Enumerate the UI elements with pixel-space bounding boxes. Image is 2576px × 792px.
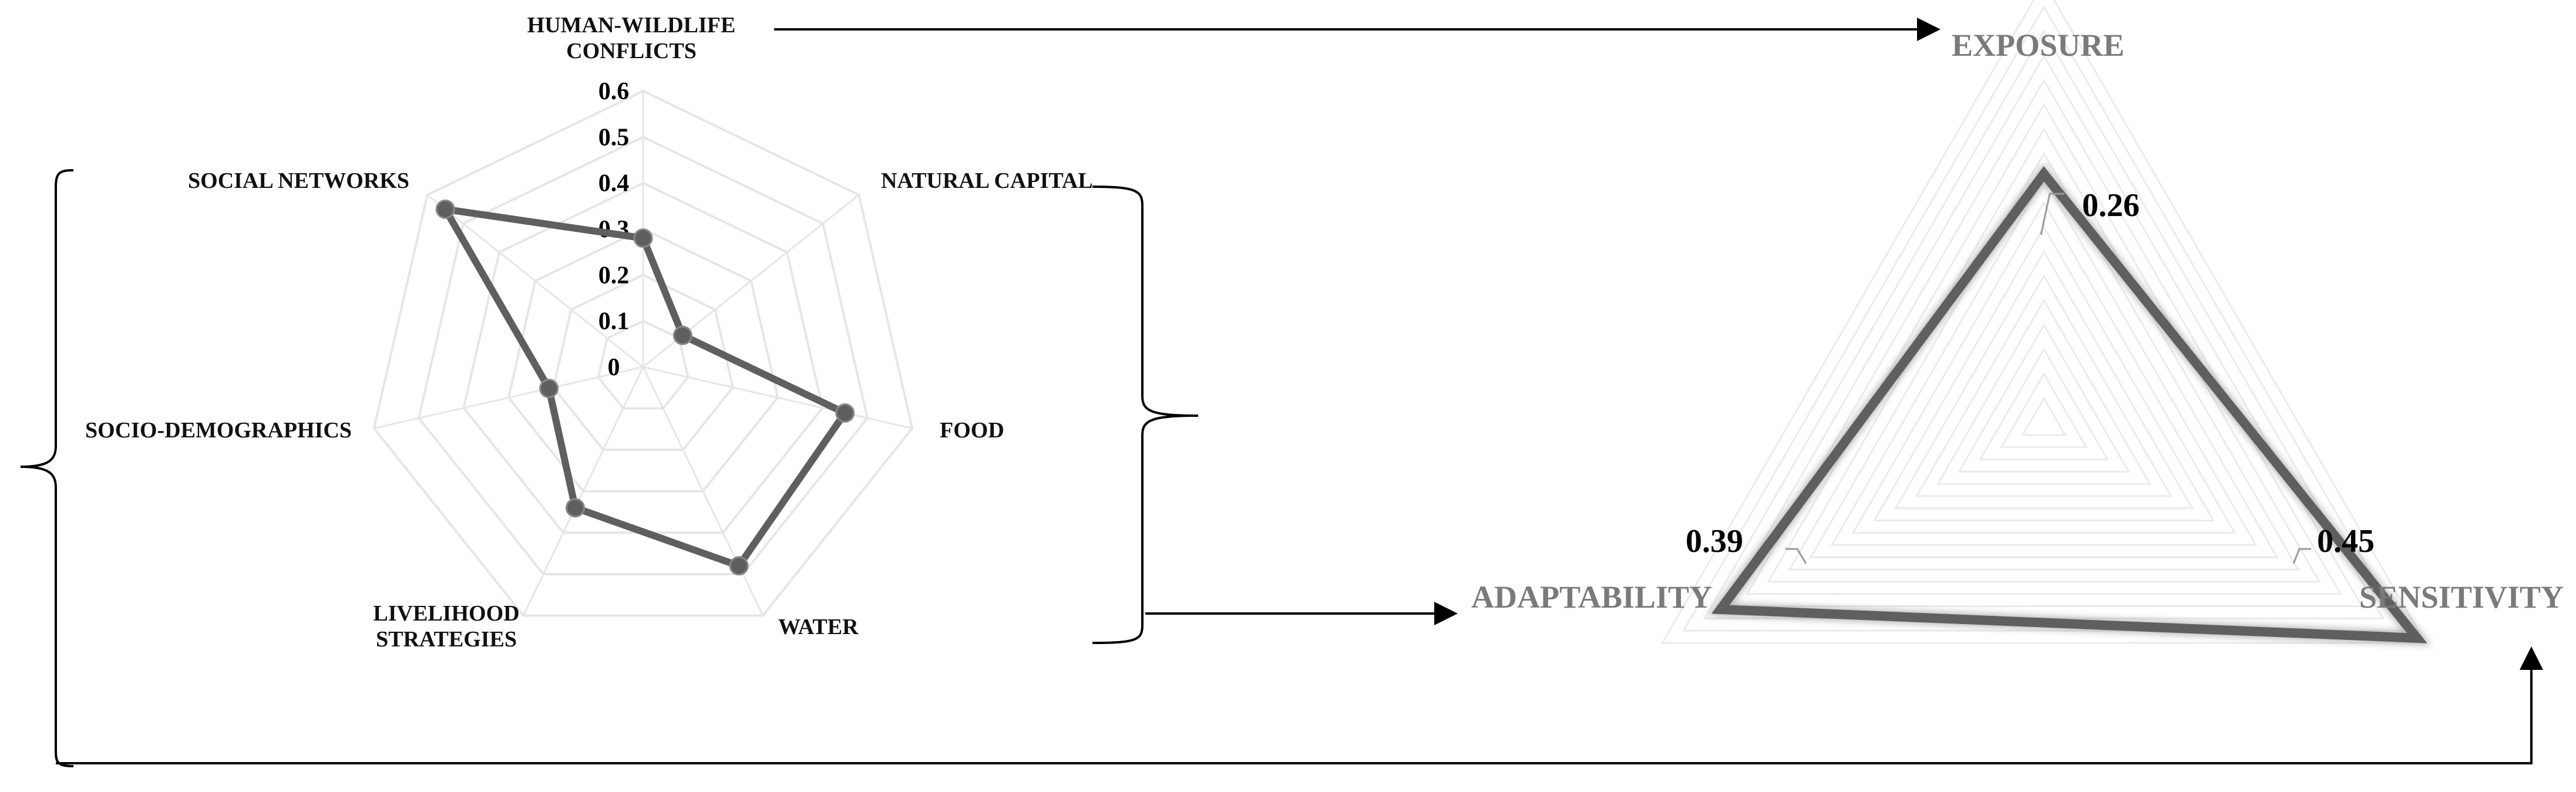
left-tick-label: 0 — [608, 354, 620, 381]
right-axis-label: SENSITIVITY — [2359, 579, 2564, 615]
right-value-leader — [1785, 548, 1807, 564]
left-tick-label: 0.6 — [598, 78, 630, 105]
right-series-line — [1711, 166, 2427, 643]
right-radar-series — [1708, 163, 2432, 645]
right-grid-ring — [1979, 347, 2109, 460]
left-tick-label: 0.1 — [598, 308, 630, 335]
left-grid-ring — [507, 227, 779, 493]
right-grid-ring — [1851, 200, 2237, 534]
left-series-point — [835, 403, 855, 423]
right-axis-label: ADAPTABILITY — [1471, 579, 1712, 615]
right-grid-ring — [2000, 372, 2088, 449]
right-grid-ring — [1724, 53, 2363, 607]
left-axis-label: FOOD — [940, 418, 1004, 443]
right-value-leader — [2040, 193, 2064, 235]
left-grid-ring — [417, 136, 869, 575]
left-grid-spoke — [426, 194, 644, 368]
left-series-point — [672, 325, 692, 345]
right-radar-labels: EXPOSURE SENSITIVITY ADAPTABILITY 0.26 0.45 0… — [1471, 28, 2564, 615]
right-value-label: 0.45 — [2317, 523, 2375, 560]
left-radar-series — [435, 199, 855, 576]
connectors — [20, 18, 2543, 767]
left-axis-label: WATER — [778, 615, 859, 639]
left-axis-label: SOCIO-DEMOGRAPHICS — [85, 418, 352, 443]
right-grid-ring — [1894, 250, 2194, 510]
right-inner-brace — [1092, 186, 1199, 644]
left-outer-brace — [20, 169, 74, 767]
left-tick-label: 0.5 — [598, 124, 630, 151]
right-grid-ring — [1682, 5, 2406, 632]
arrow-to-sensitivity — [56, 646, 2543, 764]
right-grid-ring — [1915, 274, 2173, 497]
right-grid-ring — [2021, 396, 2067, 436]
left-grid-ring — [372, 89, 914, 617]
left-series-point — [539, 379, 559, 399]
right-value-label: 0.39 — [1686, 523, 1743, 560]
left-series-line — [442, 205, 849, 569]
left-series-point — [565, 498, 585, 518]
right-grid-ring — [1872, 225, 2215, 522]
right-axis-label: EXPOSURE — [1952, 28, 2124, 63]
left-tick-label: 0.4 — [598, 170, 630, 197]
right-grid-ring — [1660, 0, 2427, 644]
left-tick-label: 0.2 — [598, 262, 630, 289]
left-series-point — [435, 199, 455, 219]
left-radar-grid — [372, 89, 914, 617]
right-radar-chart: EXPOSURE SENSITIVITY ADAPTABILITY 0.26 0.45 0… — [1471, 0, 2564, 645]
right-grid-ring — [1958, 323, 2130, 473]
left-grid-spoke — [522, 366, 644, 616]
left-grid-ring — [552, 274, 734, 451]
left-axis-label: SOCIAL NETWORKS — [188, 168, 409, 193]
left-grid-spoke — [643, 366, 913, 430]
right-grid-ring — [1746, 78, 2342, 595]
left-grid-spoke — [374, 366, 644, 430]
right-grid-ring — [1809, 151, 2279, 558]
left-radar-tick-labels: 00.10.20.30.40.50.6 — [598, 78, 630, 381]
right-grid-ring — [1830, 176, 2258, 546]
right-value-label: 0.26 — [2082, 187, 2140, 224]
right-radar-grid — [1660, 0, 2427, 644]
left-series-point — [729, 556, 749, 576]
left-series-point — [633, 228, 653, 248]
right-value-leader — [2292, 548, 2311, 564]
right-grid-ring — [1936, 298, 2152, 485]
left-axis-label: NATURAL CAPITAL — [881, 168, 1093, 193]
